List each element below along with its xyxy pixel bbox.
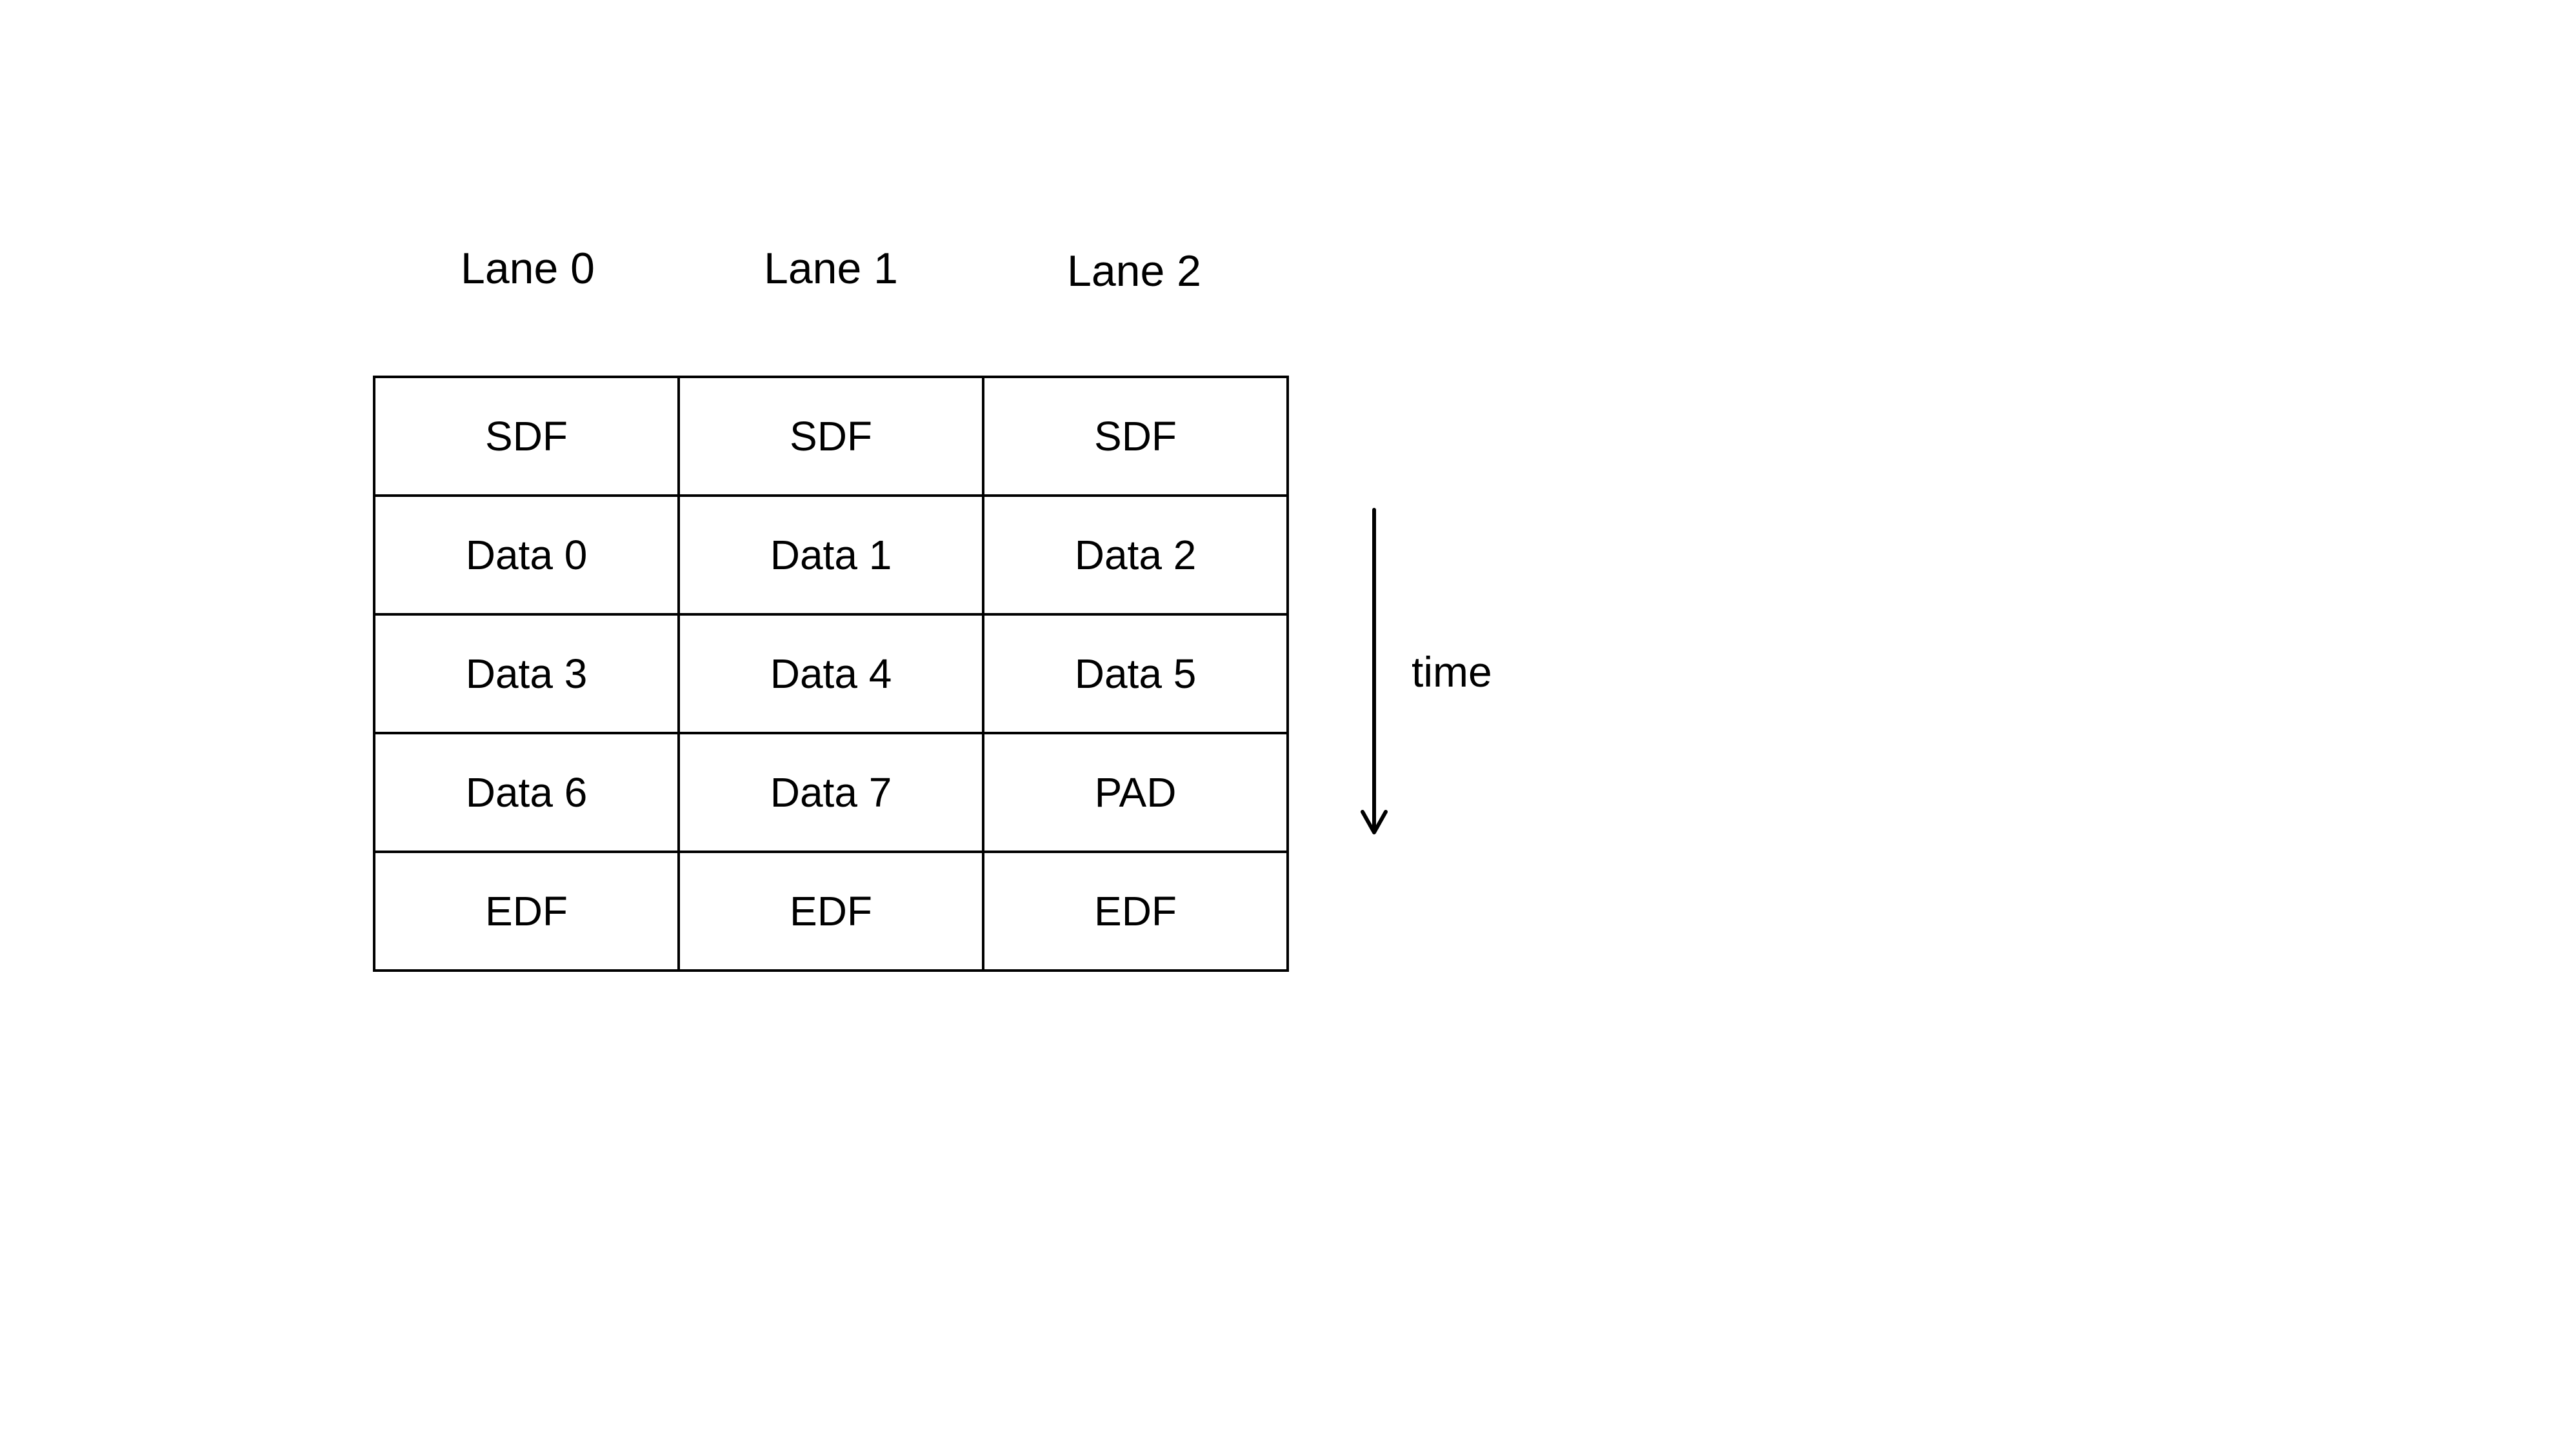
row-data-a: Data 0 Data 1 Data 2	[373, 494, 1289, 616]
cell-data0: Data 0	[373, 494, 680, 616]
cell-edf-lane0: EDF	[373, 851, 680, 972]
cell-edf-lane2: EDF	[982, 851, 1289, 972]
time-arrow-icon	[1361, 508, 1388, 834]
cell-data5: Data 5	[982, 613, 1289, 734]
cell-sdf-lane2: SDF	[982, 376, 1289, 497]
lane-grid: SDF SDF SDF Data 0 Data 1 Data 2 Data 3 …	[373, 376, 1289, 972]
lane-header-0: Lane 0	[461, 244, 595, 293]
cell-data2: Data 2	[982, 494, 1289, 616]
time-label: time	[1412, 648, 1492, 696]
cell-data1: Data 1	[677, 494, 984, 616]
lane-header-1: Lane 1	[764, 244, 898, 293]
cell-data7: Data 7	[677, 732, 984, 853]
row-sdf: SDF SDF SDF	[373, 376, 1289, 497]
cell-data3: Data 3	[373, 613, 680, 734]
cell-data4: Data 4	[677, 613, 984, 734]
cell-data6: Data 6	[373, 732, 680, 853]
row-data-b: Data 3 Data 4 Data 5	[373, 613, 1289, 734]
row-data-c: Data 6 Data 7 PAD	[373, 732, 1289, 853]
cell-sdf-lane1: SDF	[677, 376, 984, 497]
cell-pad: PAD	[982, 732, 1289, 853]
lane-header-2: Lane 2	[1067, 247, 1201, 296]
cell-edf-lane1: EDF	[677, 851, 984, 972]
row-edf: EDF EDF EDF	[373, 851, 1289, 972]
cell-sdf-lane0: SDF	[373, 376, 680, 497]
